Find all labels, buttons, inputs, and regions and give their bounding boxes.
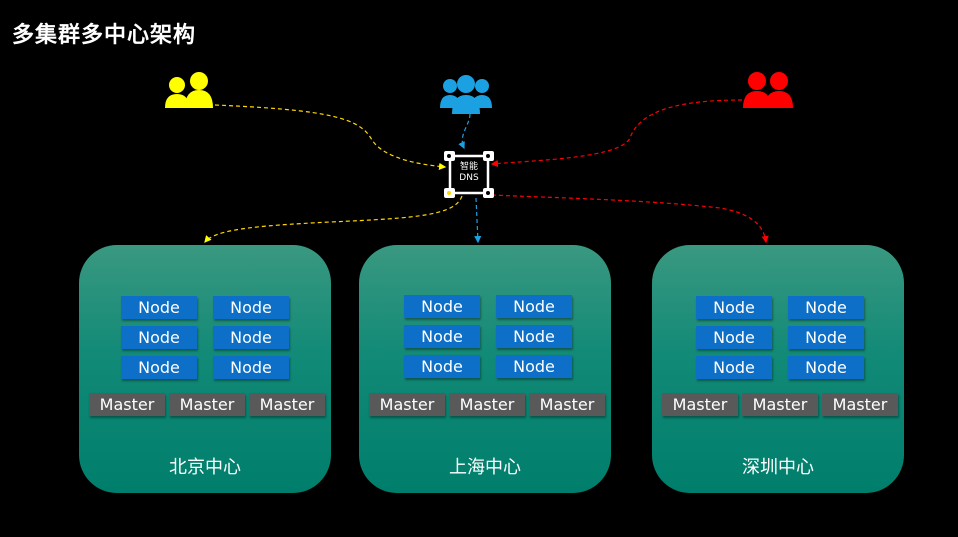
datacenter-label: 北京中心: [169, 457, 241, 478]
master-box: Master: [449, 393, 525, 416]
datacenter-label: 深圳中心: [742, 457, 814, 478]
dns-to-beijing-line: [204, 195, 463, 243]
master-box: Master: [822, 393, 898, 416]
dns-to-shanghai-line: [474, 197, 482, 244]
node-box: Node: [696, 296, 772, 319]
master-box: Master: [249, 393, 325, 416]
node-box: Node: [213, 296, 289, 319]
node-box: Node: [788, 356, 864, 379]
blue-users-icon: [440, 75, 492, 114]
datacenter-label: 上海中心: [449, 457, 521, 478]
node-box: Node: [404, 295, 480, 318]
red-user-to-dns-line: [490, 99, 743, 168]
smart-dns-icon: [444, 151, 494, 198]
dns-to-shenzhen-line: [491, 194, 769, 244]
red-users-icon: [743, 72, 793, 108]
node-box: Node: [696, 356, 772, 379]
yellow-users-icon: [165, 72, 213, 108]
node-box: Node: [404, 325, 480, 348]
master-box: Master: [662, 393, 738, 416]
datacenter-shenzhen: Node Node Node Node Node Node Master Mas…: [652, 245, 904, 493]
master-box: Master: [169, 393, 245, 416]
dns-label: 智能 DNS: [449, 162, 489, 184]
dns-label-line1: 智能: [459, 162, 478, 172]
master-box: Master: [369, 393, 445, 416]
node-box: Node: [496, 295, 572, 318]
master-box: Master: [89, 393, 165, 416]
datacenter-beijing: Node Node Node Node Node Node Master Mas…: [79, 245, 331, 493]
node-box: Node: [213, 326, 289, 349]
node-box: Node: [496, 325, 572, 348]
node-box: Node: [496, 355, 572, 378]
node-box: Node: [696, 326, 772, 349]
master-box: Master: [529, 393, 605, 416]
dns-label-line2: DNS: [459, 173, 479, 183]
node-box: Node: [121, 296, 197, 319]
node-box: Node: [788, 296, 864, 319]
node-box: Node: [121, 356, 197, 379]
page-title: 多集群多中心架构: [12, 22, 197, 48]
node-box: Node: [121, 326, 197, 349]
node-box: Node: [788, 326, 864, 349]
blue-user-to-dns-line: [458, 113, 471, 150]
yellow-user-to-dns-line: [214, 104, 447, 170]
master-box: Master: [742, 393, 818, 416]
node-box: Node: [404, 355, 480, 378]
node-box: Node: [213, 356, 289, 379]
datacenter-shanghai: Node Node Node Node Node Node Master Mas…: [359, 245, 611, 493]
